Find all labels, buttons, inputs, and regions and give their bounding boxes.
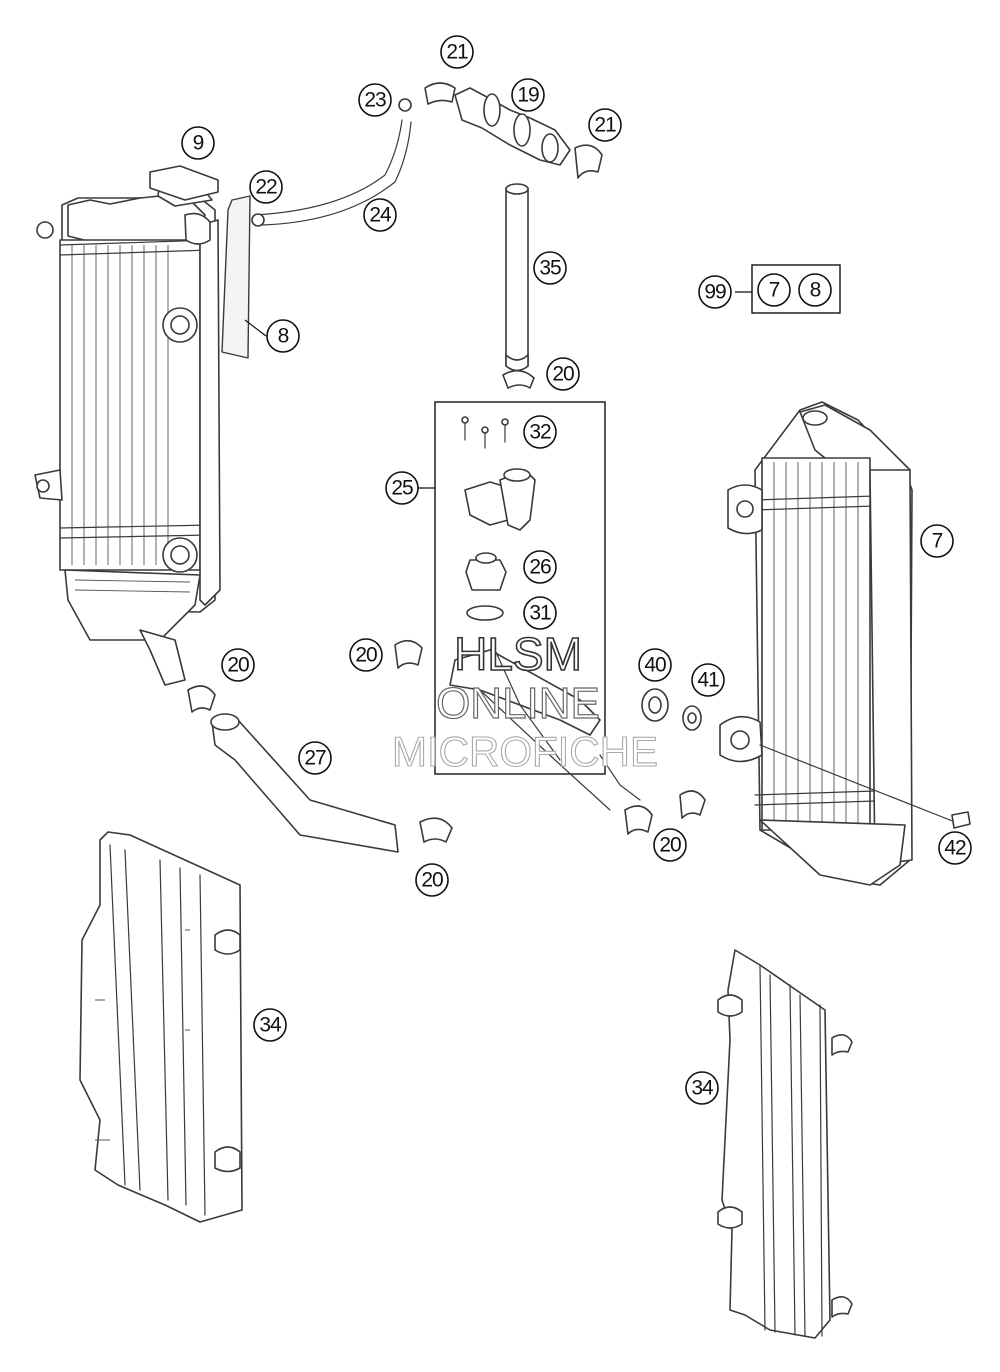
callout-31[interactable]: 31 (523, 596, 557, 630)
svg-text:9: 9 (193, 132, 204, 155)
radiator-guard-left-icon (79, 831, 243, 1223)
callout-32[interactable]: 32 (523, 415, 557, 449)
svg-text:7: 7 (932, 530, 943, 553)
callout-99-item-7[interactable]: 7 (757, 273, 791, 307)
kit-box-25 (434, 401, 606, 775)
callout-7[interactable]: 7 (920, 524, 954, 558)
callout-99-item-8[interactable]: 8 (798, 273, 832, 307)
svg-text:34: 34 (691, 1077, 714, 1100)
radiator-guard-right-icon (717, 949, 853, 1339)
svg-text:42: 42 (944, 837, 966, 860)
svg-text:35: 35 (539, 257, 561, 280)
callout-19[interactable]: 19 (511, 78, 545, 112)
svg-text:34: 34 (259, 1014, 282, 1037)
svg-text:32: 32 (529, 421, 551, 444)
svg-text:20: 20 (227, 654, 249, 677)
grommet-icon (641, 688, 702, 731)
coolant-pipe-icon (502, 183, 535, 389)
callout-20-bottom[interactable]: 20 (415, 863, 449, 897)
svg-text:27: 27 (304, 747, 326, 770)
svg-text:20: 20 (421, 869, 443, 892)
callout-21-right[interactable]: 21 (588, 108, 622, 142)
svg-text:20: 20 (659, 834, 681, 857)
svg-text:20: 20 (552, 363, 574, 386)
lower-hose-icon (210, 713, 399, 853)
callout-21-top[interactable]: 21 (440, 35, 474, 69)
svg-text:26: 26 (529, 556, 551, 579)
callout-20-left[interactable]: 20 (221, 648, 255, 682)
svg-text:19: 19 (517, 84, 539, 107)
upper-hose-icon (424, 82, 603, 179)
svg-text:25: 25 (391, 477, 413, 500)
radiator-cap-icon (149, 165, 251, 359)
overflow-hose-icon (251, 98, 412, 227)
callout-22[interactable]: 22 (249, 170, 283, 204)
svg-text:20: 20 (355, 644, 377, 667)
watermark-line-1: HLSM (454, 628, 582, 680)
callout-20-pipe[interactable]: 20 (546, 357, 580, 391)
callout-34-left[interactable]: 34 (253, 1008, 287, 1042)
radiator-right-icon (719, 401, 971, 886)
svg-text:8: 8 (278, 325, 289, 348)
callout-99[interactable]: 99 (698, 275, 732, 309)
callout-27[interactable]: 27 (298, 741, 332, 775)
callout-41[interactable]: 41 (691, 663, 725, 697)
leader-lines (244, 264, 841, 489)
svg-text:21: 21 (446, 41, 468, 64)
hose-clamp-icon (187, 639, 706, 843)
kit-box-99 (751, 264, 841, 314)
svg-text:21: 21 (594, 114, 616, 137)
svg-text:8: 8 (810, 279, 821, 302)
callout-23[interactable]: 23 (358, 83, 392, 117)
svg-text:24: 24 (369, 204, 392, 227)
callout-9[interactable]: 9 (181, 126, 215, 160)
svg-text:99: 99 (704, 281, 726, 304)
thermostat-housing-icon (434, 401, 641, 811)
watermark-line-2: ONLINE (436, 679, 600, 728)
radiator-left-icon (34, 179, 221, 686)
svg-text:31: 31 (529, 602, 551, 625)
callout-26[interactable]: 26 (523, 550, 557, 584)
watermark-line-3: MICROFICHE (392, 728, 658, 775)
svg-text:23: 23 (364, 89, 386, 112)
watermark: HLSM ONLINE MICROFICHE (391, 627, 658, 775)
callout-20-right[interactable]: 20 (653, 828, 687, 862)
callout-20-mid[interactable]: 20 (349, 638, 383, 672)
svg-text:22: 22 (255, 176, 277, 199)
callout-35[interactable]: 35 (533, 251, 567, 285)
callout-34-right[interactable]: 34 (685, 1071, 719, 1105)
svg-text:7: 7 (769, 279, 780, 302)
callout-25[interactable]: 25 (385, 471, 419, 505)
svg-text:40: 40 (644, 654, 666, 677)
callout-8[interactable]: 8 (266, 319, 300, 353)
svg-text:41: 41 (697, 669, 719, 692)
callout-24[interactable]: 24 (363, 198, 397, 232)
callout-40[interactable]: 40 (638, 648, 672, 682)
callout-42[interactable]: 42 (938, 831, 972, 865)
